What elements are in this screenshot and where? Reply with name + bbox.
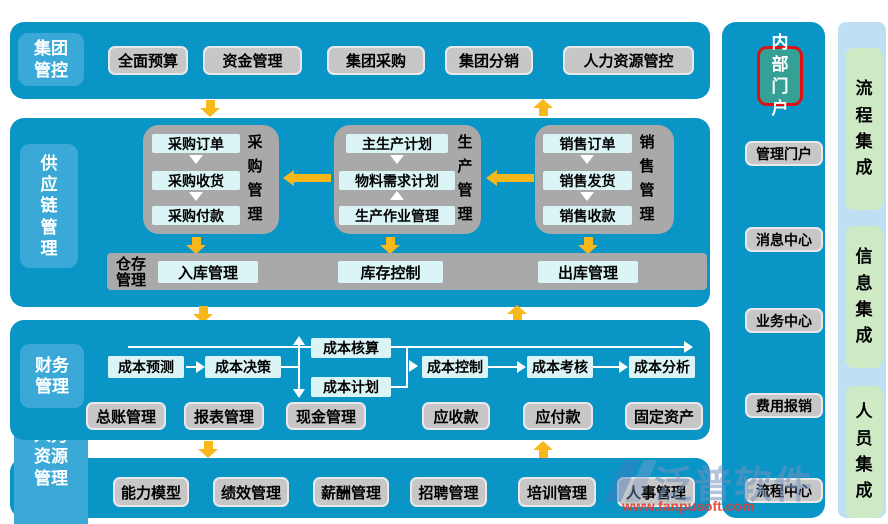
arrow-down-icon xyxy=(186,237,206,254)
arrow-left-icon xyxy=(486,170,534,186)
sales-item-order[interactable]: 销售订单 xyxy=(543,134,632,153)
flow-right-icon xyxy=(409,360,418,372)
group-btn-hr-control[interactable]: 人力资源管控 xyxy=(563,46,694,75)
flow-down-icon xyxy=(189,155,203,164)
flow-down-icon xyxy=(189,192,203,201)
portal-btn-expense[interactable]: 费用报销 xyxy=(745,393,823,418)
flow-line xyxy=(298,344,300,390)
finance-btn-general-ledger[interactable]: 总账管理 xyxy=(86,402,166,430)
flow-right-icon xyxy=(517,361,526,373)
warehouse-item-inventory[interactable]: 库存控制 xyxy=(338,261,443,283)
production-item-mrp[interactable]: 物料需求计划 xyxy=(339,171,455,190)
finance-btn-receivables[interactable]: 应收款 xyxy=(422,402,490,430)
production-item-mps[interactable]: 主生产计划 xyxy=(346,134,448,153)
warehouse-item-outbound[interactable]: 出库管理 xyxy=(538,261,638,283)
hr-btn-recruiting[interactable]: 招聘管理 xyxy=(410,477,487,507)
purchase-item-receipt[interactable]: 采购收货 xyxy=(152,171,240,190)
group-btn-distribution[interactable]: 集团分销 xyxy=(445,46,533,75)
section-label-supply-chain: 供应链管理 xyxy=(20,144,78,268)
flow-line xyxy=(406,346,408,388)
section-label-group-control: 集团管控 xyxy=(18,33,84,86)
flow-right-icon xyxy=(684,341,693,353)
flow-line xyxy=(391,386,407,388)
flow-down-icon xyxy=(580,155,594,164)
arrow-up-icon xyxy=(533,441,553,458)
portal-btn-message-center[interactable]: 消息中心 xyxy=(745,227,823,252)
arrow-down-icon xyxy=(578,237,598,254)
flow-up-icon xyxy=(293,336,305,345)
finance-btn-payables[interactable]: 应付款 xyxy=(523,402,593,430)
group-btn-funds[interactable]: 资金管理 xyxy=(203,46,302,75)
arrow-down-icon xyxy=(200,100,220,117)
sales-item-collection[interactable]: 销售收款 xyxy=(543,206,632,225)
arrow-left-icon xyxy=(283,170,331,186)
arrow-down-icon xyxy=(198,441,218,458)
hr-btn-performance[interactable]: 绩效管理 xyxy=(213,477,289,507)
group-label-production: 生产管理 xyxy=(457,134,473,223)
integration-process[interactable]: 流程集成 xyxy=(845,48,883,210)
flow-right-icon xyxy=(196,361,205,373)
portal-internal-portal[interactable]: 内部门户 xyxy=(757,33,803,118)
hr-btn-personnel[interactable]: 人事管理 xyxy=(617,477,695,507)
flow-down-icon xyxy=(390,155,404,164)
group-btn-purchasing[interactable]: 集团采购 xyxy=(327,46,425,75)
hr-btn-competency[interactable]: 能力模型 xyxy=(113,477,189,507)
arrow-up-icon xyxy=(533,99,553,116)
finance-btn-reports[interactable]: 报表管理 xyxy=(184,402,264,430)
flow-cost-forecast[interactable]: 成本预测 xyxy=(108,356,184,378)
flow-right-icon xyxy=(619,361,628,373)
finance-btn-fixed-assets[interactable]: 固定资产 xyxy=(625,402,703,430)
flow-line xyxy=(488,366,518,368)
flow-cost-decision[interactable]: 成本决策 xyxy=(205,356,281,378)
portal-btn-admin-portal[interactable]: 管理门户 xyxy=(745,141,823,166)
arrow-down-icon xyxy=(193,306,213,323)
sales-item-shipment[interactable]: 销售发货 xyxy=(543,171,632,190)
group-label-purchase: 采购管理 xyxy=(247,134,263,223)
warehouse-label: 仓存管理 xyxy=(115,256,146,290)
flow-cost-analysis[interactable]: 成本分析 xyxy=(629,356,695,378)
flow-line xyxy=(593,366,620,368)
flow-cost-accounting[interactable]: 成本核算 xyxy=(311,338,391,358)
warehouse-item-inbound[interactable]: 入库管理 xyxy=(158,261,258,283)
flow-cost-assessment[interactable]: 成本考核 xyxy=(527,356,593,378)
portal-btn-business-center[interactable]: 业务中心 xyxy=(745,308,823,333)
flow-line xyxy=(391,346,407,348)
section-label-finance: 财务管理 xyxy=(20,344,84,408)
integration-personnel[interactable]: 人员集成 xyxy=(845,386,883,518)
integration-information[interactable]: 信息集成 xyxy=(845,226,883,368)
finance-btn-cash[interactable]: 现金管理 xyxy=(286,402,366,430)
group-btn-budget[interactable]: 全面预算 xyxy=(108,46,188,75)
purchase-item-order[interactable]: 采购订单 xyxy=(152,134,240,153)
arrow-up-icon xyxy=(507,305,527,322)
flow-down-icon xyxy=(580,192,594,201)
arrow-down-icon xyxy=(380,237,400,254)
hr-btn-payroll[interactable]: 薪酬管理 xyxy=(313,477,389,507)
flow-cost-planning[interactable]: 成本计划 xyxy=(311,377,391,397)
flow-line xyxy=(281,366,300,368)
production-item-ops[interactable]: 生产作业管理 xyxy=(339,206,455,225)
flow-line xyxy=(186,366,198,368)
flow-down-icon xyxy=(293,389,305,398)
portal-btn-workflow-center[interactable]: 流程中心 xyxy=(745,478,823,503)
group-label-sales: 销售管理 xyxy=(639,134,655,223)
flow-cost-control[interactable]: 成本控制 xyxy=(422,356,488,378)
hr-btn-training[interactable]: 培训管理 xyxy=(518,477,596,507)
purchase-item-payment[interactable]: 采购付款 xyxy=(152,206,240,225)
flow-up-icon xyxy=(390,191,404,200)
